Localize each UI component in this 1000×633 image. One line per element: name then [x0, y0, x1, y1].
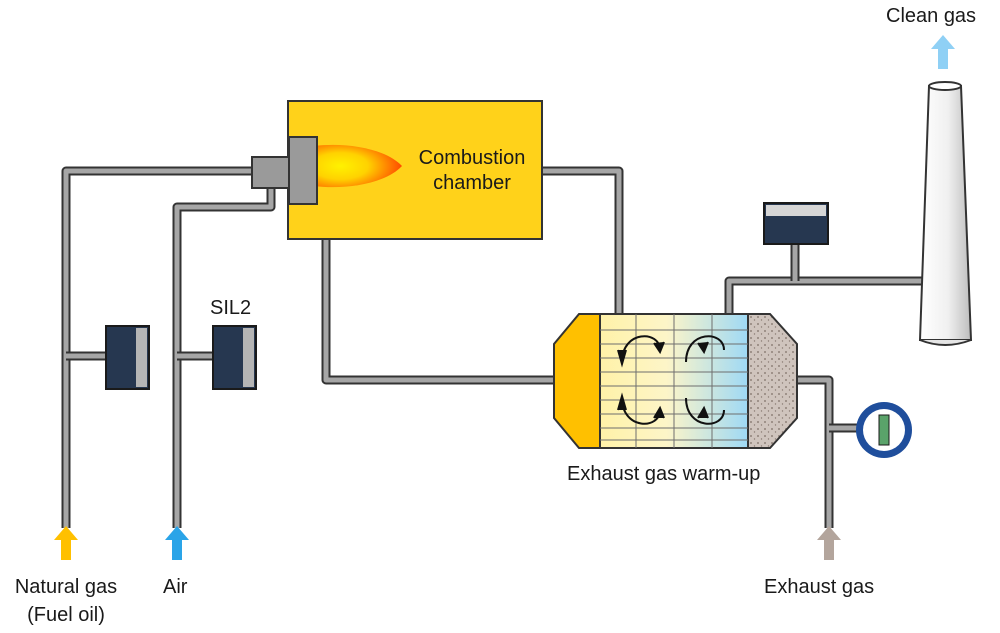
exhaust-gas-arrow-icon: [817, 526, 841, 560]
flame: [314, 144, 402, 188]
heat-exchanger: [553, 313, 798, 449]
exchanger-outlet-cap: [747, 313, 798, 449]
burner-nozzle: [288, 136, 318, 205]
flow-swirl-arrows: [617, 335, 725, 425]
label-exhaust-gas-warmup: Exhaust gas warm-up: [567, 463, 761, 485]
label-air: Air: [163, 576, 188, 598]
pipe-chamber-to-exchanger-hot: [321, 238, 556, 385]
label-natural-gas: Natural gas: [14, 576, 118, 598]
label-clean-gas: Clean gas: [886, 5, 977, 27]
pressure-gauge: [856, 402, 912, 458]
pipe-chamber-outlet: [542, 166, 624, 318]
pipe-exhaust-inlet: [797, 375, 834, 528]
gas-safety-valve: [105, 325, 150, 390]
pipe-exchanger-to-stack: [724, 276, 922, 318]
air-arrow-icon: [165, 526, 189, 560]
label-combustion-line: Combustion chamber: [418, 147, 526, 194]
label-sil2: SIL2: [210, 297, 252, 319]
pipe-air: [172, 188, 276, 528]
gas-analyzer: [763, 202, 829, 245]
label-exhaust-gas: Exhaust gas: [764, 576, 875, 598]
label-fuel-oil: (Fuel oil): [27, 604, 105, 626]
air-safety-valve: [212, 325, 257, 390]
pipe-natural-gas: [61, 166, 256, 528]
exchanger-inlet-cap: [553, 313, 601, 449]
chimney-stack: [918, 81, 973, 346]
label-combustion-chamber: Combustion chamber: [400, 146, 544, 196]
natural-gas-arrow-icon: [54, 526, 78, 560]
burner-housing: [251, 156, 291, 189]
clean-gas-arrow-icon: [931, 35, 955, 69]
